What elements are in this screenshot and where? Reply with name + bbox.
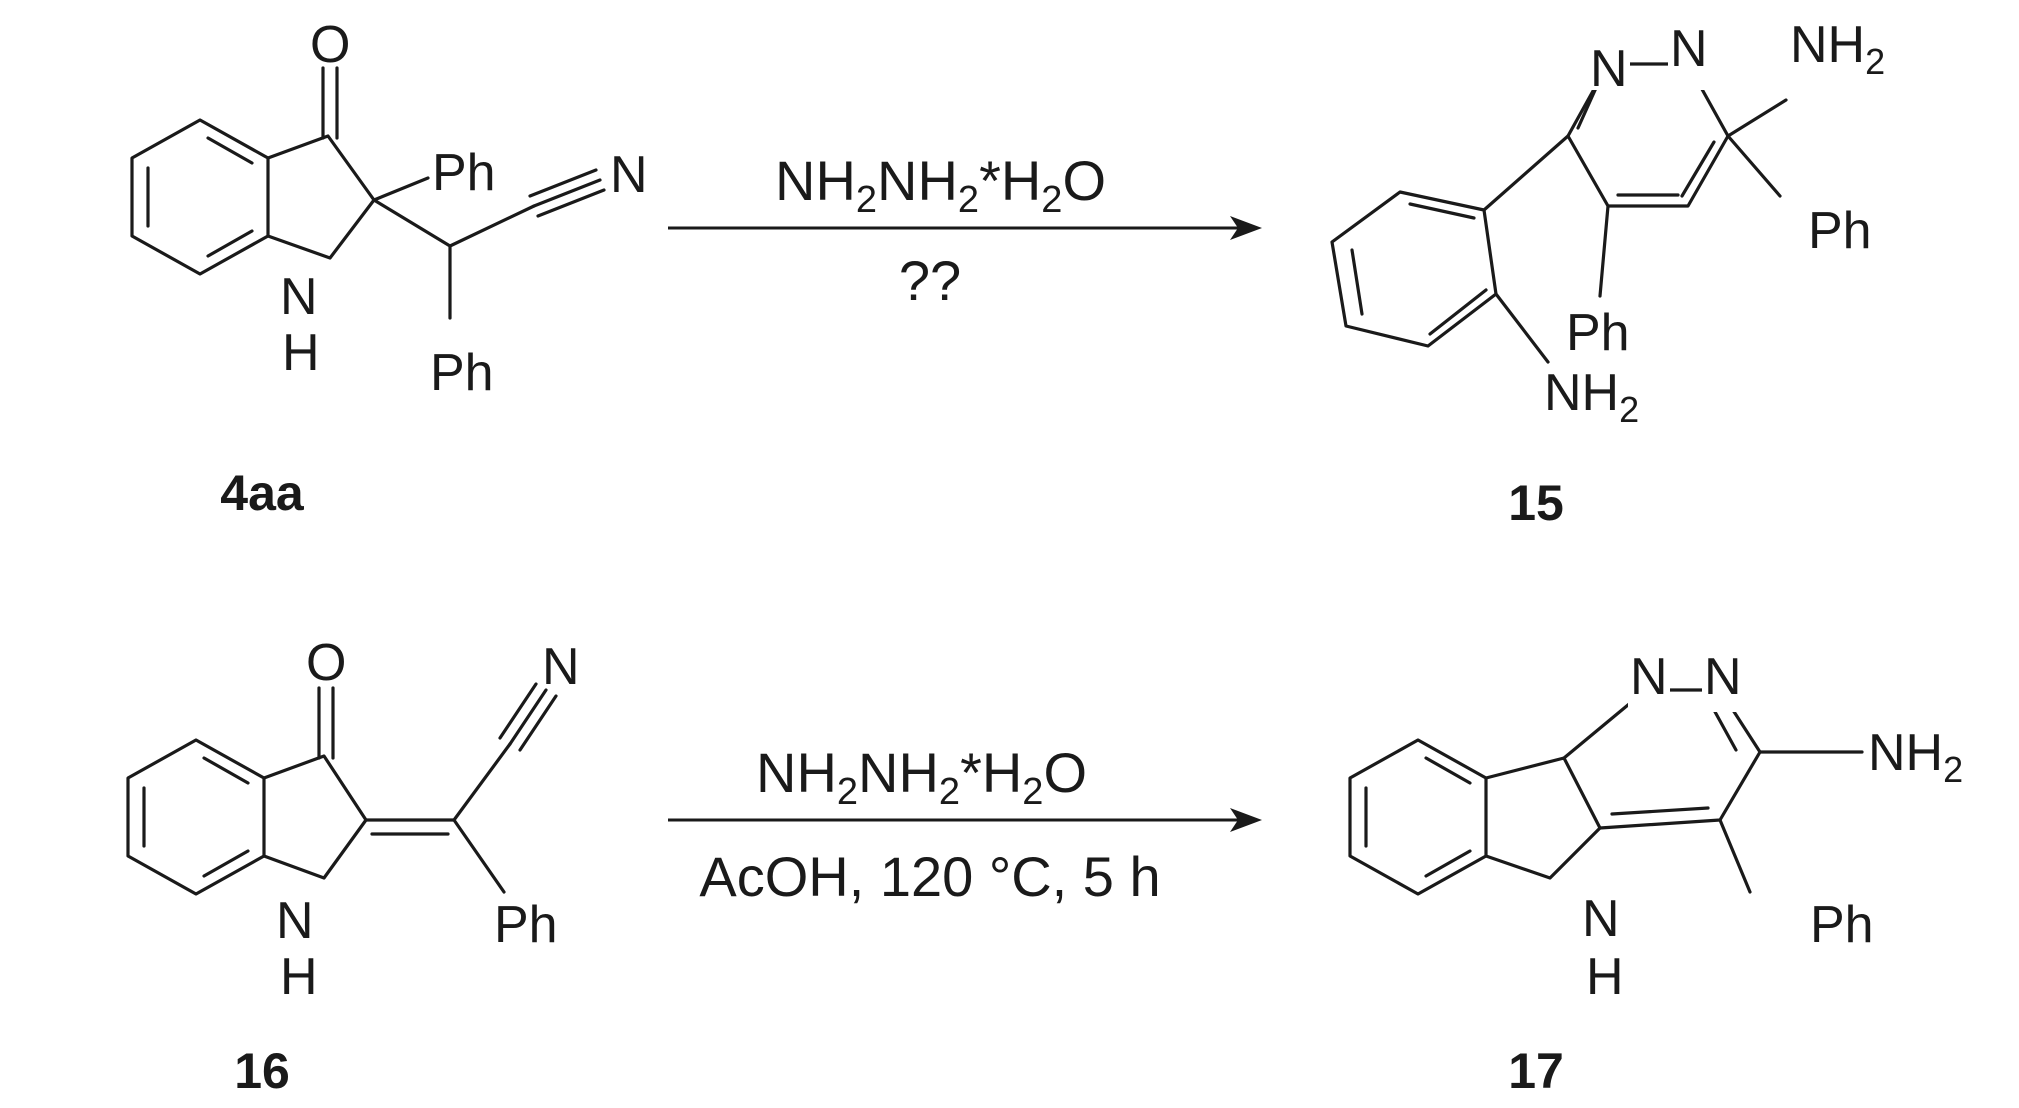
atom-phenyl: Ph (432, 144, 496, 202)
compound-label-17: 17 (1508, 1043, 1564, 1099)
reagent-label: NH2NH2*H2O (756, 741, 1087, 813)
condition-label: ?? (899, 249, 961, 312)
atom-nitrogen: N (1630, 648, 1668, 706)
atom-nitrogen: N (1590, 40, 1628, 98)
compound-label-16: 16 (234, 1043, 290, 1099)
amine-group: NH2 (1544, 364, 1639, 430)
atom-oxygen: O (306, 634, 346, 692)
atom-nitrogen: N (610, 146, 648, 204)
atom-nitrogen: N (276, 892, 314, 950)
reagent-label: NH2NH2*H2O (775, 149, 1106, 221)
atom-phenyl: Ph (1566, 304, 1630, 362)
atom-phenyl: Ph (430, 344, 494, 402)
atom-phenyl: Ph (494, 896, 558, 954)
amine-group: NH2 (1868, 724, 1963, 790)
atom-nitrogen: N (542, 638, 580, 696)
atom-hydrogen: H (282, 324, 320, 382)
compound-label-15: 15 (1508, 475, 1564, 531)
atom-hydrogen: H (1586, 948, 1624, 1006)
atom-nitrogen: N (280, 268, 318, 326)
atom-nitrogen: N (1670, 20, 1708, 78)
product-15-structure (1330, 62, 1788, 364)
atom-phenyl: Ph (1810, 896, 1874, 954)
reaction-arrow (668, 216, 1262, 240)
compound-label-4aa: 4aa (220, 465, 305, 521)
atom-nitrogen: N (1704, 648, 1742, 706)
reactant-4aa-structure (130, 66, 606, 320)
reactant-16-structure (126, 682, 558, 896)
amine-group: NH2 (1790, 16, 1885, 82)
atom-hydrogen: H (280, 948, 318, 1006)
product-17-structure (1348, 688, 1864, 896)
atom-oxygen: O (310, 16, 350, 74)
atom-phenyl: Ph (1808, 202, 1872, 260)
condition-label: AcOH, 120 °C, 5 h (699, 845, 1160, 908)
reaction-arrow (668, 808, 1262, 832)
atom-nitrogen: N (1582, 890, 1620, 948)
